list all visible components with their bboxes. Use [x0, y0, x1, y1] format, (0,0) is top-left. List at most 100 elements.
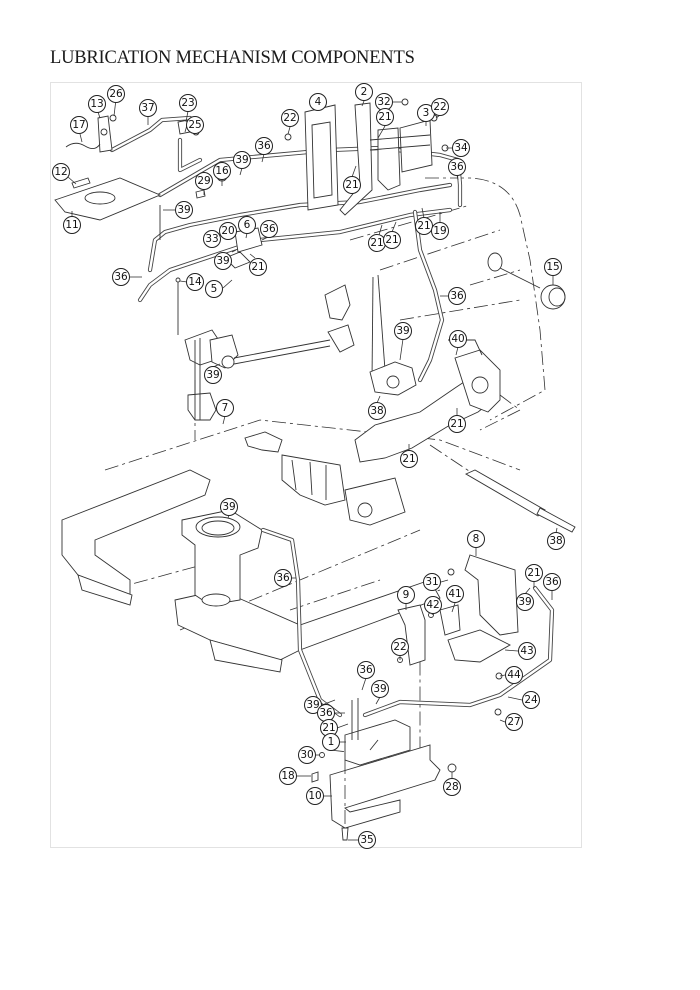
callout-42: 42: [424, 596, 442, 616]
callout-39-d: 39: [394, 322, 412, 361]
svg-text:1: 1: [328, 736, 335, 748]
callout-5: 5: [205, 279, 233, 298]
callout-39-i: 39: [304, 696, 336, 714]
callout-4: 4: [309, 93, 327, 111]
callout-36-d: 36: [112, 268, 142, 286]
callout-22-a: 22: [281, 109, 299, 135]
callout-13: 13: [88, 95, 106, 119]
svg-text:9: 9: [403, 589, 410, 601]
callout-38-a: 38: [368, 395, 386, 420]
svg-text:27: 27: [507, 716, 520, 728]
parts-top-left: [54, 114, 200, 240]
callout-8: 8: [467, 530, 485, 556]
callout-43: 43: [504, 642, 536, 660]
callout-33: 33: [203, 230, 221, 248]
callout-30: 30: [298, 746, 320, 764]
callout-12: 12: [52, 163, 77, 185]
svg-text:21: 21: [450, 418, 463, 430]
svg-text:16: 16: [215, 165, 229, 177]
bed-base-left: [61, 469, 211, 606]
cap-15: [487, 252, 566, 310]
svg-text:36: 36: [114, 271, 128, 283]
svg-text:14: 14: [188, 276, 202, 288]
callout-39-h: 39: [371, 680, 389, 705]
svg-text:36: 36: [450, 161, 464, 173]
callout-32: 32: [375, 93, 402, 111]
brackets-top: [284, 98, 449, 216]
svg-text:38: 38: [549, 535, 562, 547]
svg-text:22: 22: [393, 641, 406, 653]
svg-text:39: 39: [396, 325, 409, 337]
callout-21-i: 21: [525, 564, 543, 588]
callout-31: 31: [423, 573, 449, 591]
callout-22-b: 22: [431, 98, 449, 119]
brackets-bottom-right: [397, 554, 519, 680]
svg-text:39: 39: [235, 154, 248, 166]
svg-text:21: 21: [370, 237, 383, 249]
svg-text:32: 32: [377, 96, 390, 108]
svg-text:39: 39: [306, 699, 319, 711]
callout-1: 1: [322, 733, 346, 751]
svg-text:19: 19: [433, 225, 446, 237]
callout-36-e: 36: [440, 287, 466, 305]
svg-text:36: 36: [359, 664, 373, 676]
svg-text:11: 11: [65, 219, 78, 231]
svg-text:2: 2: [361, 86, 368, 98]
callout-2: 2: [355, 83, 373, 107]
callout-34: 34: [446, 139, 470, 157]
callout-36-i: 36: [317, 704, 345, 722]
svg-text:12: 12: [54, 166, 67, 178]
callout-39-b: 39: [163, 201, 193, 219]
callout-21-c: 21: [415, 207, 433, 235]
callout-16: 16: [213, 162, 231, 186]
svg-text:38: 38: [370, 405, 383, 417]
callout-14: 14: [179, 273, 204, 291]
svg-text:13: 13: [90, 98, 103, 110]
callout-21-g: 21: [448, 408, 466, 433]
callout-36-c: 36: [260, 220, 278, 241]
callout-36-a: 36: [255, 137, 273, 163]
callout-7: 7: [216, 399, 234, 425]
callout-20: 20: [219, 222, 237, 240]
svg-text:28: 28: [445, 781, 458, 793]
svg-text:36: 36: [257, 140, 271, 152]
callout-36-f: 36: [274, 569, 296, 587]
needle-bar-assembly: [184, 284, 355, 453]
svg-text:40: 40: [451, 333, 464, 345]
svg-text:39: 39: [177, 204, 190, 216]
svg-text:8: 8: [473, 533, 480, 545]
callout-39-g: 39: [516, 587, 534, 611]
callout-39-e: 39: [204, 363, 222, 384]
callout-6: 6: [238, 216, 256, 239]
svg-text:20: 20: [221, 225, 234, 237]
callout-25: 25: [184, 116, 204, 134]
callout-21-h: 21: [400, 444, 418, 468]
svg-text:7: 7: [222, 402, 229, 414]
callout-18: 18: [279, 767, 311, 785]
svg-text:39: 39: [206, 369, 219, 381]
callout-15: 15: [544, 258, 562, 285]
svg-text:31: 31: [425, 576, 438, 588]
svg-text:36: 36: [319, 707, 333, 719]
callout-26: 26: [107, 85, 125, 117]
callout-17: 17: [70, 116, 88, 143]
callout-35: 35: [348, 831, 376, 849]
svg-text:21: 21: [417, 220, 430, 232]
callout-36-h: 36: [357, 661, 375, 691]
svg-text:35: 35: [360, 834, 373, 846]
svg-text:21: 21: [402, 453, 415, 465]
callout-21-a: 21: [376, 108, 394, 139]
svg-text:24: 24: [524, 694, 538, 706]
callout-10: 10: [306, 787, 332, 805]
svg-text:36: 36: [545, 576, 559, 588]
svg-text:10: 10: [308, 790, 321, 802]
svg-text:36: 36: [262, 223, 276, 235]
callout-27: 27: [499, 713, 523, 731]
callout-21-b: 21: [343, 165, 361, 194]
svg-text:42: 42: [426, 599, 439, 611]
callout-22-c: 22: [391, 638, 409, 660]
diagram-frame: [50, 82, 582, 848]
callout-37: 37: [139, 99, 157, 125]
svg-text:33: 33: [205, 233, 218, 245]
svg-text:6: 6: [244, 219, 251, 231]
